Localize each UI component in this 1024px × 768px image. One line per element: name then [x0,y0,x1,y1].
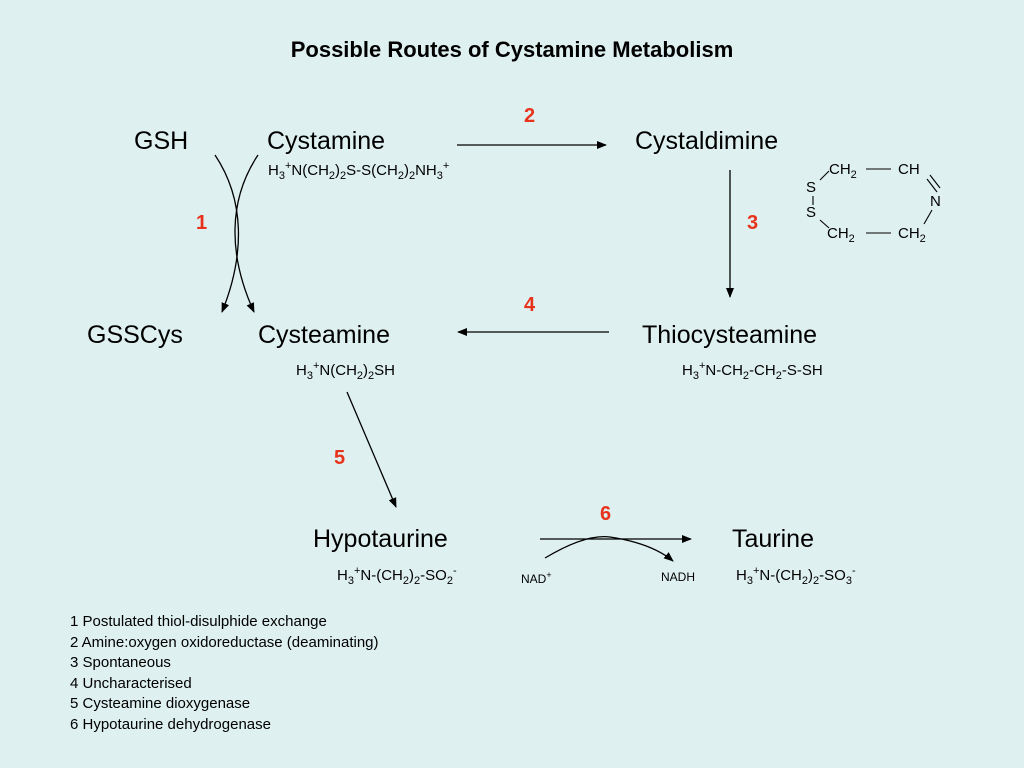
ring-ch: CH [898,161,920,178]
arrow-nad-curve [544,535,674,562]
compound-cysteamine: Cysteamine [258,321,390,349]
step-number-3: 3 [747,212,759,234]
ring-bonds [812,168,941,234]
compound-taurine: Taurine [732,525,814,553]
step-number-1: 1 [196,212,208,234]
note-item: 6 Hypotaurine dehydrogenase [70,715,271,733]
step-number-4: 4 [524,294,536,316]
ring-sulfur-top: S [806,179,817,196]
compound-cystaldimine: Cystaldimine [635,127,779,155]
formula-hypotaurine: H3+N-(CH2)2-SO2- [337,565,457,587]
ring-nitrogen: N [930,193,941,210]
step-number-6: 6 [600,503,612,525]
notes-list: 1 Postulated thiol-disulphide exchange 2… [70,612,379,735]
ring-sulfur-bottom: S [806,204,817,221]
note-item: 4 Uncharacterised [70,674,192,692]
page-title: Possible Routes of Cystamine Metabolism [290,37,734,62]
note-item: 1 Postulated thiol-disulphide exchange [70,613,327,630]
compound-gsh: GSH [134,127,189,155]
formula-taurine: H3+N-(CH2)2-SO3- [736,565,856,587]
arrow-step5 [346,391,397,508]
note-item: 3 Spontaneous [70,654,171,671]
formula-cysteamine: H3+N(CH2)2SH [296,360,395,382]
step-number-2: 2 [524,105,536,127]
ring-ch2-top: CH2 [829,161,857,181]
compound-gsscys: GSSCys [87,321,183,349]
formula-thiocysteamine: H3+N-CH2-CH2-S-SH [682,360,823,382]
ring-ch2-bottom-right: CH2 [898,225,926,245]
compound-thiocysteamine: Thiocysteamine [642,321,818,349]
ring-ch2-bottom-left: CH2 [827,225,855,245]
note-item: 5 Cysteamine dioxygenase [70,695,251,712]
compound-hypotaurine: Hypotaurine [313,525,448,553]
cofactor-nad: NAD+ [521,570,552,586]
compound-cystamine: Cystamine [267,127,386,155]
formula-cystamine: H3+N(CH2)2S-S(CH2)2NH3+ [268,160,450,182]
arrow-step1-right [234,154,259,313]
arrow-step1-left [214,154,240,313]
note-item: 2 Amine:oxygen oxidoreductase (deaminati… [70,633,379,651]
cofactor-nadh: NADH [661,570,696,584]
step-number-5: 5 [334,447,346,469]
